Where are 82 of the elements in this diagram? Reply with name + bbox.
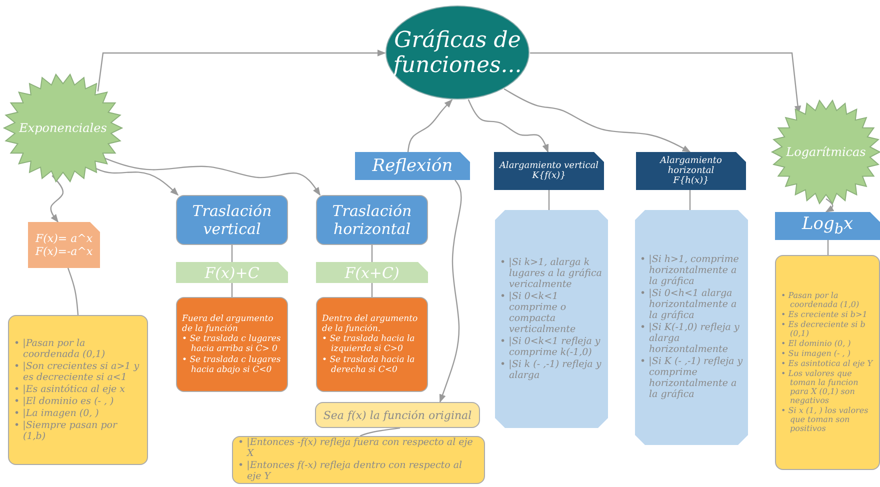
connector-arrow [407,99,453,152]
bullet-item: • |Entonces -f(x) refleja fuera con respecto al eje X [238,437,474,459]
bullet-item: • |Pasan por la coordenada (0,1) [14,338,106,360]
node-label: F(x)=-a^x [34,245,94,258]
connector-line [689,190,691,210]
note-card [176,297,288,392]
heading-tab [636,152,746,190]
bullet-item: • |Si 0<h<1 alarga horizontalmente a la gráfica [640,288,738,321]
note-card [635,210,748,445]
note-card [8,315,148,465]
connector-arrow [825,198,834,213]
connector-line [231,283,233,297]
connector-line [827,240,829,255]
bullet-item: • Se traslada c lugares hacia arriba si C> 0 [182,334,282,354]
card-heading: Fuera del argumento de la función [182,314,274,334]
node-label: F(x)+C [204,264,260,282]
node-label: Traslación vertical [191,202,273,238]
connector-arrow [468,99,549,153]
bullet-item: • Es decreciente si b (0,1) [781,320,866,338]
heading-tab [355,152,470,180]
starburst-node [772,100,880,204]
connector-line [548,190,550,210]
connector-arrow [104,158,320,196]
bullet-item: • |Si k>1, alarga k lugares a la gráfica vericalmente [500,256,603,290]
note-card [232,436,485,484]
bullet-item: • |Si 0<k<1 comprime o compacta verticalmente [500,290,577,334]
node-label: Exponenciales [18,121,108,135]
node-label: Alargamiento vertical [498,161,600,171]
bullet-item: • |Si K(-1,0) refleja y alarga horizontalmente [640,322,740,355]
bullet-item: • Es creciente si b>1 [781,310,868,319]
note-card [775,255,880,470]
formula-box [28,222,100,268]
connector-arrow [94,167,179,196]
heading-tab [494,152,604,190]
bullet-item: • |Entonces f(-x) refleja dentro con respecto al eje Y [238,460,464,482]
bullet-item: • |Son crecientes si a>1 y es decreciente si a<1 [14,360,140,382]
formula-box [316,262,428,283]
bullet-item: • Su imagen (- , ) [781,349,852,358]
node-label: Traslación horizontal [331,202,413,238]
node-label: Alargamiento horizontal [658,156,723,176]
formula-box [775,212,880,240]
bullet-item: • |El dominio es (- , ) [14,396,115,406]
starburst-node [4,74,122,182]
node-label: F{h(x)} [672,176,710,186]
formula-box [176,262,288,283]
bullet-item: • |Siempre pasan por (1,b) [14,420,118,442]
connector-arrow [50,175,64,223]
node-label: Log$_{b}$x [800,214,854,238]
bullet-item: • |Si h>1, comprime horizontalmente a la gráfica [640,254,740,287]
connector-line [231,245,233,262]
topic-ellipse [385,5,530,100]
bullet-item: • Es asintotica al eje Y [781,359,874,368]
note-banner [315,402,480,428]
bullet-item: • |Si 0<k<1 refleja y comprime k(-1,0) [500,336,602,358]
bullet-item: • |Es asintótica al eje x [14,384,126,394]
node-label: Reflexión [371,156,454,176]
process-box [316,195,428,245]
node-label: Sea f(x) la función original [322,408,473,422]
connector-arrow [439,180,462,403]
connector-line [67,268,79,316]
bullet-item: • |Si k (- ,-1) refleja y alarga [500,358,602,380]
bullet-item: • Se traslada hacia la derecha si C<0 [322,354,416,374]
bullet-item: • El dominio (0, ) [781,339,852,348]
bullet-item: • |La imagen (0, ) [14,408,100,418]
title-text: Gráficas de funciones... [392,28,523,78]
node-label: F(x)= a^x [34,232,94,245]
node-label: F(x+C) [344,264,400,282]
bullet-item: • |Si K (- ,-1) refleja y comprime horizontalmente a la gráfica [640,356,743,400]
bullet-item: • Se traslada hacia la izquierda si C>0 [322,334,416,354]
connector-line [371,245,373,262]
bullet-item: • Pasan por la coordenada (1,0) [781,291,860,309]
bullet-item: • Si x (1, ) los valores que toman son positivos [781,406,870,433]
node-label: Logarítmicas [785,145,867,159]
process-box [176,195,288,245]
note-card [495,210,608,428]
bullet-item: • Los valores que toman la funcion para X (0,1) son negativos [781,369,860,405]
node-label: K{f(x)} [531,171,567,181]
connector-arrow [504,88,691,153]
bullet-item: • Se traslada c lugares hacia abajo si C<0 [182,354,282,374]
card-heading: Dentro del argumento de la función. [322,314,419,334]
connector-line [371,283,373,297]
note-card [316,297,428,392]
